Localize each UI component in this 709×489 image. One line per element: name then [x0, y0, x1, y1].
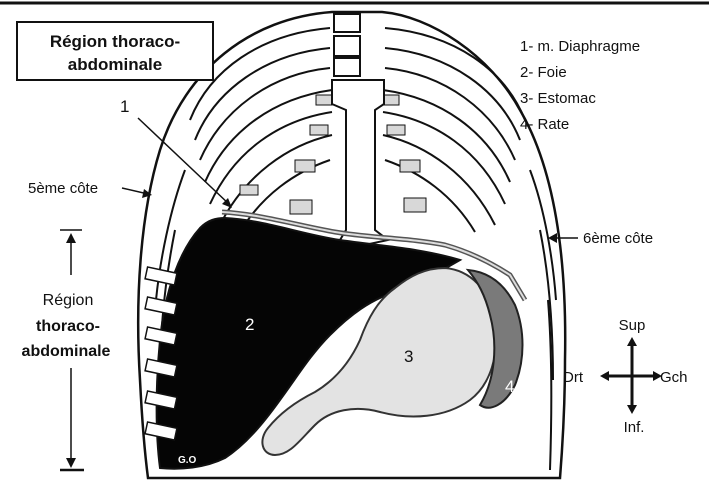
orientation-right: Drt [563, 369, 584, 386]
region-arrowhead-up [66, 233, 76, 243]
legend-item-1: 1- m. Diaphragme [520, 38, 640, 55]
corner-mark: G.O [178, 455, 197, 466]
callout-1-label: 1 [120, 97, 129, 116]
orientation-left: Gch [660, 369, 688, 386]
legend-item-4: 4- Rate [520, 116, 569, 133]
orientation-cross [604, 342, 658, 410]
orientation-inf: Inf. [624, 419, 645, 436]
liver-number: 2 [245, 315, 254, 334]
side-label-line-3: abdominale [22, 343, 111, 360]
stomach-number: 3 [404, 347, 413, 366]
side-label-line-2: thoraco- [36, 318, 100, 335]
rib6-label: 6ème côte [583, 230, 653, 247]
side-label-line-1: Région [43, 292, 94, 309]
title-line-2: abdominale [68, 55, 162, 74]
title-line-1: Région thoraco- [50, 32, 180, 51]
legend-item-3: 3- Estomac [520, 90, 596, 107]
legend-item-2: 2- Foie [520, 64, 567, 81]
region-arrowhead-down [66, 458, 76, 468]
rib5-label: 5ème côte [28, 180, 98, 197]
spleen-number: 4 [505, 377, 514, 396]
orientation-sup: Sup [619, 317, 646, 334]
